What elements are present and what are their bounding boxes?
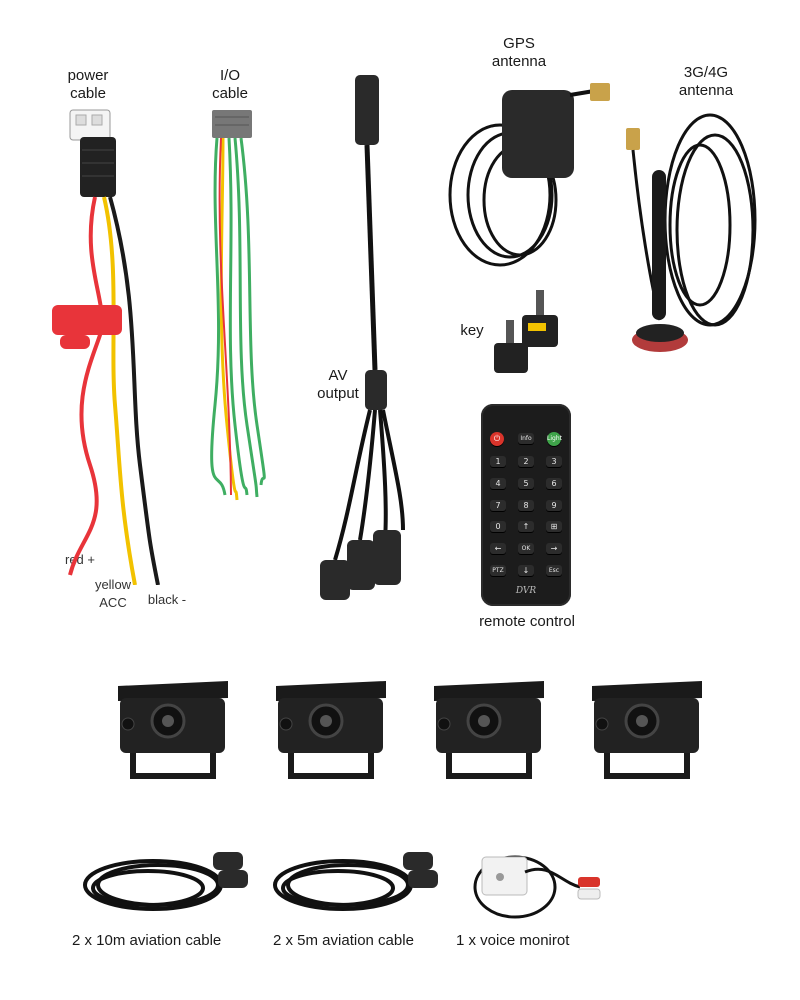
antenna-3g4g-image: [620, 100, 770, 360]
digit-button-9[interactable]: 9: [546, 500, 562, 511]
digit-button-5[interactable]: 5: [518, 478, 534, 489]
left-arrow-button[interactable]: ←: [490, 543, 506, 554]
digit-button-1[interactable]: 1: [490, 456, 506, 467]
digit-button-7[interactable]: 7: [490, 500, 506, 511]
digit-button-2[interactable]: 2: [518, 456, 534, 467]
caption-aviation-cable-10m: 2 x 10m aviation cable: [72, 932, 222, 949]
down-arrow-button[interactable]: ↓: [518, 565, 534, 576]
voice-monitor-image: [470, 832, 620, 922]
power-cable-image: [40, 105, 200, 585]
remote-control: ⏻ Info Light 1 2 3 4 5 6 7 8 9 0 ↑ ⊞ ← O…: [481, 404, 571, 606]
ok-button[interactable]: OK: [518, 543, 534, 554]
esc-button[interactable]: Esc: [546, 565, 562, 576]
digit-button-3[interactable]: 3: [546, 456, 562, 467]
io-cable-image: [195, 105, 285, 505]
camera-4: [582, 676, 712, 786]
ptz-button[interactable]: PTZ: [490, 565, 506, 576]
gps-antenna-label: GPS antenna: [491, 35, 547, 70]
camera-2: [266, 676, 396, 786]
caption-aviation-cable-5m: 2 x 5m aviation cable: [273, 932, 414, 949]
digit-button-8[interactable]: 8: [518, 500, 534, 511]
grid-button[interactable]: ⊞: [546, 521, 562, 532]
camera-3: [424, 676, 554, 786]
power-cable-label: power cable: [67, 67, 109, 102]
digit-button-6[interactable]: 6: [546, 478, 562, 489]
aviation-cable-5m-image: [268, 840, 448, 920]
av-output-label: AV output: [317, 367, 359, 402]
caption-voice-monitor: 1 x voice monirot: [456, 932, 570, 949]
antenna-3g4g-label: 3G/4G antenna: [678, 64, 734, 99]
yellow-wire-label: yellow ACC: [94, 577, 132, 610]
up-arrow-button[interactable]: ↑: [518, 521, 534, 532]
keys-image: [490, 285, 570, 375]
light-button[interactable]: Light: [547, 432, 562, 446]
right-arrow-button[interactable]: →: [546, 543, 562, 554]
gps-antenna-image: [440, 75, 620, 285]
key-label: key: [460, 322, 484, 339]
remote-brand-logo: DVR: [515, 586, 537, 596]
black-wire-label: black -: [147, 592, 187, 607]
digit-button-0[interactable]: 0: [490, 521, 506, 532]
aviation-cable-10m-image: [78, 840, 258, 920]
camera-1: [108, 676, 238, 786]
power-button[interactable]: ⏻: [490, 432, 504, 446]
io-cable-label: I/O cable: [212, 67, 248, 102]
info-button[interactable]: Info: [518, 433, 534, 444]
remote-control-label: remote control: [479, 613, 575, 630]
digit-button-4[interactable]: 4: [490, 478, 506, 489]
av-output-image: [315, 70, 415, 610]
